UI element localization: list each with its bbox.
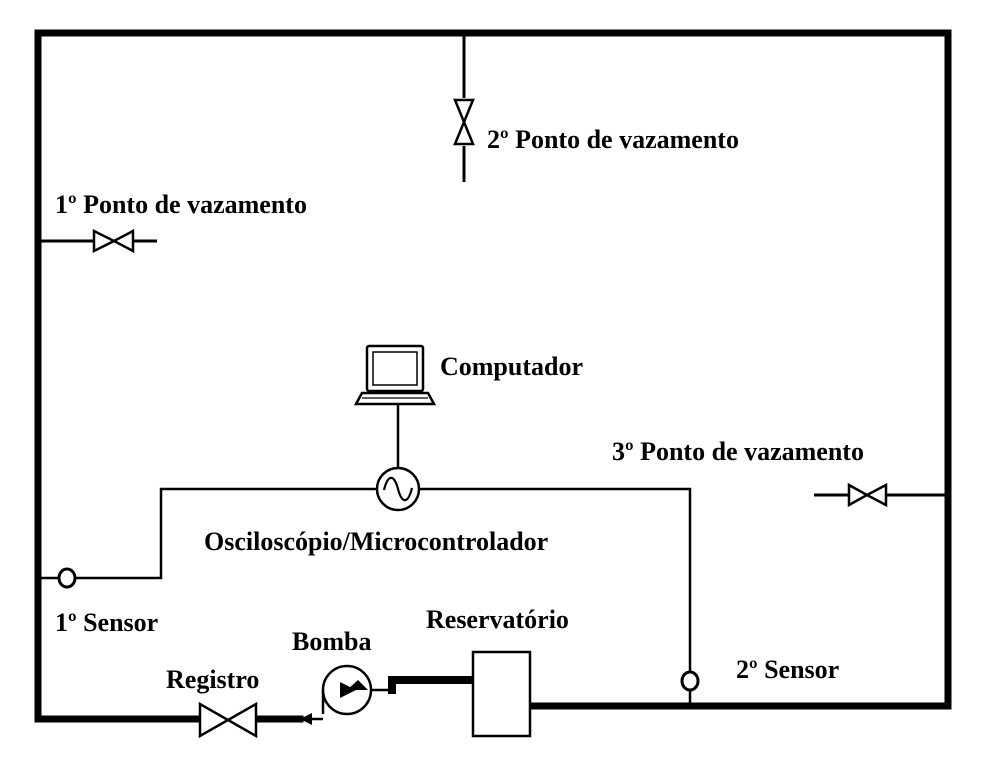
- oscilloscope-icon: [375, 466, 421, 512]
- register-label: Registro: [166, 665, 259, 694]
- reservoir-label: Reservatório: [426, 605, 569, 634]
- sensor-2-icon: [680, 670, 700, 692]
- laptop-icon: [353, 344, 437, 406]
- leak-point-1-label: 1º Ponto de vazamento: [55, 190, 307, 219]
- pump-icon: [321, 664, 373, 716]
- leak-point-2-label: 2º Ponto de vazamento: [487, 125, 739, 154]
- leak-point-3-label: 3º Ponto de vazamento: [612, 437, 864, 466]
- register-valve-icon: [198, 701, 258, 739]
- signal-wiring: [41, 404, 692, 703]
- leak-point-1-valve-icon: [92, 228, 135, 254]
- reservoir-to-pump-pipe: [388, 676, 473, 694]
- reservoir-tank: [471, 650, 532, 738]
- pump-outlet-pipe: [300, 690, 325, 725]
- leak-point-3-valve-icon: [847, 482, 888, 508]
- pump-label: Bomba: [292, 627, 371, 656]
- leak-point-2-valve-icon: [453, 98, 475, 146]
- main-pipe-loop: [34, 29, 952, 723]
- oscilloscope-label: Osciloscópio/Microcontrolador: [204, 527, 548, 556]
- computer-label: Computador: [440, 352, 583, 381]
- sensor-1-icon: [57, 567, 77, 589]
- sensor-1-label: 1º Sensor: [55, 608, 158, 637]
- sensor-2-label: 2º Sensor: [736, 655, 839, 684]
